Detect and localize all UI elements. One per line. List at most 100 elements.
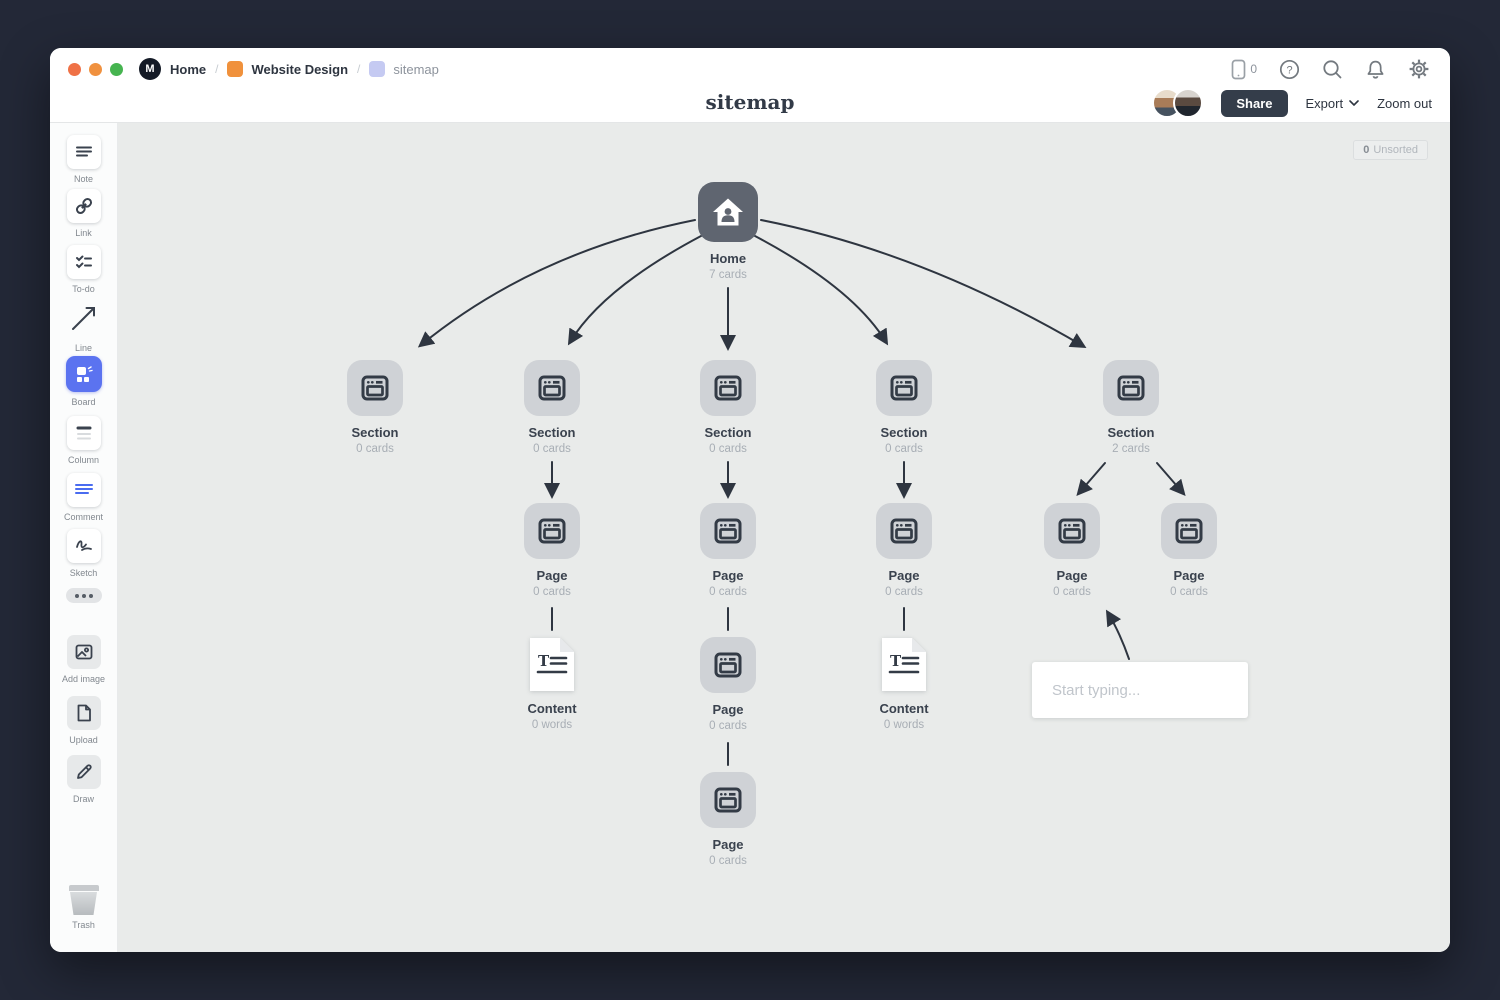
board-tile-icon — [876, 360, 932, 416]
board-tile-icon — [700, 360, 756, 416]
more-icon — [65, 588, 102, 603]
node-board[interactable]: Section 0 cards — [504, 360, 600, 455]
todo-icon — [66, 245, 101, 279]
zoom-window-button[interactable] — [110, 62, 123, 76]
board-color-swatch-orange — [227, 61, 244, 77]
node-label: Section — [880, 425, 928, 440]
tool-board[interactable]: Board — [50, 356, 117, 407]
node-sublabel: 0 cards — [709, 586, 747, 598]
node-board[interactable]: Page 0 cards — [856, 503, 952, 598]
tool-label: To-do — [72, 284, 95, 294]
tool-link[interactable]: Link — [50, 189, 117, 238]
node-label: Page — [712, 837, 744, 852]
node-label: Page — [536, 568, 568, 583]
app-window: M Home / Website Design / sitemap 0 — [50, 48, 1450, 952]
node-board[interactable]: Page 0 cards — [680, 503, 776, 598]
board-title[interactable]: sitemap — [705, 90, 795, 114]
tool-more[interactable] — [50, 588, 117, 603]
tool-todo[interactable]: To-do — [50, 245, 117, 294]
node-sublabel: 0 cards — [1053, 586, 1091, 598]
node-label: Page — [712, 702, 744, 717]
tool-label: Note — [73, 174, 93, 184]
tool-note[interactable]: Note — [50, 135, 117, 184]
tool-comment[interactable]: Comment — [50, 473, 117, 522]
node-board[interactable]: Page 0 cards — [680, 772, 776, 867]
app-logo[interactable]: M — [139, 58, 161, 80]
node-board[interactable]: Page 0 cards — [504, 503, 600, 598]
node-board[interactable]: Page 0 cards — [1024, 503, 1120, 598]
board-tile-icon — [1161, 503, 1217, 559]
search-button[interactable] — [1322, 59, 1343, 80]
zoom-out-button[interactable]: Zoom out — [1377, 95, 1432, 111]
tool-label: Draw — [72, 794, 94, 804]
node-board[interactable]: Section 0 cards — [327, 360, 423, 455]
board-icon — [65, 356, 102, 392]
node-home[interactable]: Home 7 cards — [680, 182, 776, 281]
tool-draw[interactable]: Draw — [50, 755, 117, 804]
help-button[interactable]: ? — [1279, 59, 1300, 80]
top-bar: M Home / Website Design / sitemap 0 — [50, 48, 1450, 123]
minimize-window-button[interactable] — [89, 62, 102, 76]
tool-column[interactable]: Column — [50, 416, 117, 465]
node-board[interactable]: Section 2 cards — [1083, 360, 1179, 455]
tool-label: Add image — [61, 674, 106, 684]
node-content[interactable]: T Content 0 words — [856, 637, 952, 731]
search-icon — [1323, 59, 1342, 78]
board-tile-icon — [700, 503, 756, 559]
device-count: 0 — [1250, 62, 1257, 76]
settings-button[interactable] — [1408, 58, 1430, 80]
collaborator-avatars[interactable] — [1152, 88, 1204, 118]
breadcrumb: Home / Website Design / sitemap — [170, 61, 439, 77]
notifications-button[interactable] — [1365, 59, 1386, 80]
node-label: Home — [709, 251, 747, 266]
avatar[interactable] — [1173, 88, 1204, 118]
node-board[interactable]: Page 0 cards — [1141, 503, 1237, 598]
node-label: Page — [1056, 568, 1088, 583]
tool-label: Upload — [69, 735, 98, 745]
node-label: Content — [879, 701, 929, 716]
breadcrumb-row: M Home / Website Design / sitemap 0 — [50, 48, 1450, 88]
breadcrumb-website-design[interactable]: Website Design — [251, 61, 349, 77]
close-window-button[interactable] — [68, 62, 81, 76]
node-board[interactable]: Section 0 cards — [856, 360, 952, 455]
node-board[interactable]: Section 0 cards — [680, 360, 776, 455]
tool-label: Sketch — [69, 568, 98, 578]
node-board[interactable]: Page 0 cards — [680, 637, 776, 732]
tool-add-image[interactable]: Add image — [50, 635, 117, 684]
node-label: Section — [704, 425, 752, 440]
tool-sketch[interactable]: Sketch — [50, 529, 117, 578]
tool-line[interactable]: Line — [50, 303, 117, 353]
share-button[interactable]: Share — [1221, 89, 1288, 117]
add-image-icon — [66, 635, 101, 669]
tool-upload[interactable]: Upload — [50, 696, 117, 745]
node-sublabel: 2 cards — [1112, 443, 1150, 455]
breadcrumb-home[interactable]: Home — [170, 61, 207, 77]
tool-trash[interactable]: Trash — [50, 885, 117, 930]
board-tile-icon — [524, 503, 580, 559]
trash-icon — [68, 885, 99, 915]
node-sublabel: 0 words — [883, 719, 925, 731]
tool-label: Link — [75, 228, 92, 238]
note-icon — [66, 135, 101, 169]
board-tile-icon — [1103, 360, 1159, 416]
title-row: sitemap Share Export Zoom out — [50, 88, 1450, 124]
board-tile-icon — [700, 637, 756, 693]
node-sublabel: 0 cards — [709, 443, 747, 455]
node-label: Section — [1107, 425, 1155, 440]
node-label: Section — [351, 425, 399, 440]
node-content[interactable]: T Content 0 words — [504, 637, 600, 731]
new-note-input[interactable]: Start typing... — [1032, 662, 1248, 718]
document-icon: T — [881, 637, 927, 692]
tool-label: Board — [71, 397, 96, 407]
node-sublabel: 0 cards — [709, 720, 747, 732]
device-preview-button[interactable]: 0 — [1231, 59, 1257, 80]
export-button[interactable]: Export — [1306, 96, 1360, 111]
upload-icon — [66, 696, 101, 730]
tool-label: Comment — [63, 512, 103, 522]
node-sublabel: 0 cards — [533, 443, 571, 455]
breadcrumb-sitemap[interactable]: sitemap — [393, 61, 439, 77]
node-label: Page — [1173, 568, 1205, 583]
node-label: Content — [527, 701, 577, 716]
